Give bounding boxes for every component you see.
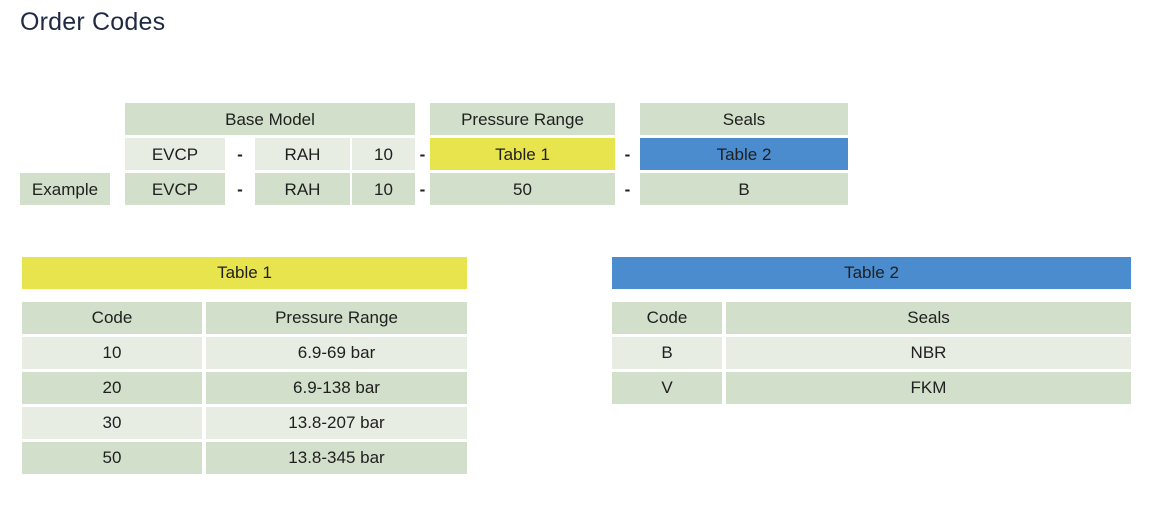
table-1-col-header-pressure-range: Pressure Range	[206, 302, 467, 334]
table-1-row-value: 6.9-69 bar	[206, 337, 467, 369]
table-2-col-header-code: Code	[612, 302, 722, 334]
table-2-row-code: V	[612, 372, 722, 404]
code-row-separator-3: -	[624, 144, 631, 164]
group-header-base-model: Base Model	[125, 103, 415, 135]
table-1-title: Table 1	[22, 257, 467, 289]
table-1-row-code: 20	[22, 372, 202, 404]
table-1-row-value: 13.8-345 bar	[206, 442, 467, 474]
code-row-pressure-range-ref: Table 1	[430, 138, 615, 170]
example-row-base-model-evcp: EVCP	[125, 173, 225, 205]
table-2-title: Table 2	[612, 257, 1131, 289]
table-1-row-code: 30	[22, 407, 202, 439]
table-2-row-code: B	[612, 337, 722, 369]
table-2-row-value: FKM	[726, 372, 1131, 404]
example-row-separator-3: -	[624, 179, 631, 199]
code-row-seals-ref: Table 2	[640, 138, 848, 170]
code-row-base-model-evcp: EVCP	[125, 138, 225, 170]
example-row-pressure-range-value: 50	[430, 173, 615, 205]
code-row-separator-1: -	[237, 144, 243, 164]
code-row-separator-2: -	[419, 144, 426, 164]
code-row-base-model-size: 10	[352, 138, 415, 170]
example-row-base-model-size: 10	[352, 173, 415, 205]
order-code-matrix: Base Model Pressure Range Seals EVCP - R…	[0, 0, 1150, 215]
example-row-separator-1: -	[237, 179, 243, 199]
table-2-col-header-seals: Seals	[726, 302, 1131, 334]
table-1-row-code: 50	[22, 442, 202, 474]
example-row-label: Example	[20, 173, 110, 205]
group-header-seals: Seals	[640, 103, 848, 135]
table-1-row-value: 6.9-138 bar	[206, 372, 467, 404]
table-2-row-value: NBR	[726, 337, 1131, 369]
table-1-row-code: 10	[22, 337, 202, 369]
group-header-pressure-range: Pressure Range	[430, 103, 615, 135]
table-1-row-value: 13.8-207 bar	[206, 407, 467, 439]
page-title: Order Codes	[20, 8, 166, 36]
example-row-base-model-rah: RAH	[255, 173, 350, 205]
example-row-seals-value: B	[640, 173, 848, 205]
example-row-separator-2: -	[419, 179, 426, 199]
table-1-col-header-code: Code	[22, 302, 202, 334]
code-row-base-model-rah: RAH	[255, 138, 350, 170]
